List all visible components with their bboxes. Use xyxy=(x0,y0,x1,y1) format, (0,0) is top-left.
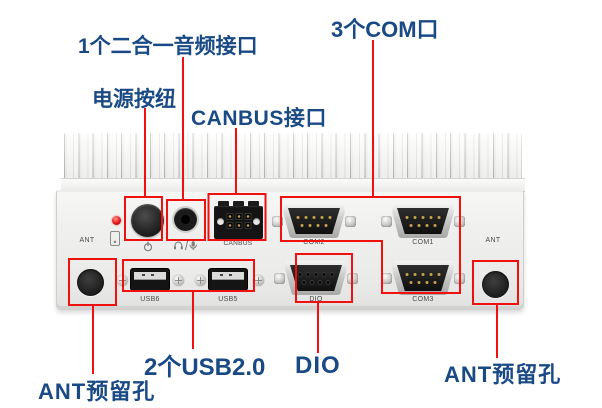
annotation-dio: DIO xyxy=(295,352,341,379)
screw-icon xyxy=(116,274,128,286)
canbus-pins xyxy=(226,213,251,229)
jack-screw xyxy=(345,215,356,227)
db9-face xyxy=(397,208,449,234)
dio-port-label: DIO xyxy=(309,296,323,303)
db9-face xyxy=(290,265,342,291)
canbus-connector[interactable] xyxy=(214,201,263,239)
audio-jack[interactable] xyxy=(174,208,197,231)
power-icon xyxy=(143,241,153,252)
hdd-icon xyxy=(110,231,120,246)
db9-shell xyxy=(285,261,347,295)
com2-port[interactable] xyxy=(272,204,356,238)
annotation-ant-left: ANT预留孔 xyxy=(38,379,156,404)
jack-screw xyxy=(347,272,358,284)
db9-face xyxy=(397,265,449,291)
jack-screw xyxy=(272,215,283,227)
screw-icon xyxy=(172,274,184,286)
usb5-port-label: USB5 xyxy=(218,296,238,303)
screw-icon xyxy=(252,274,264,286)
ant-reserved-hole-right xyxy=(481,270,509,298)
front-panel: ANT xyxy=(56,190,524,310)
annotation-power: 电源按纽 xyxy=(92,88,176,111)
com1-port[interactable] xyxy=(381,204,465,238)
heatsink-fins xyxy=(64,133,522,179)
annotation-usb: 2个USB2.0 xyxy=(144,354,266,381)
usb5-port[interactable] xyxy=(208,268,248,291)
canbus-screw-hole xyxy=(253,218,260,225)
usb6-port[interactable] xyxy=(130,268,170,291)
com2-port-label: COM2 xyxy=(303,239,325,246)
heatsink xyxy=(61,131,525,192)
db9-shell xyxy=(392,204,454,238)
power-led-icon xyxy=(112,216,121,225)
annotation-com: 3个COM口 xyxy=(331,17,439,42)
ant-right-port-label: ANT xyxy=(485,237,501,244)
jack-screw xyxy=(381,272,392,284)
db9-shell xyxy=(283,204,345,238)
annotation-canbus: CANBUS接口 xyxy=(191,107,327,130)
usb-tongue xyxy=(134,272,166,280)
power-button[interactable] xyxy=(131,204,164,237)
com3-port[interactable] xyxy=(381,261,465,295)
jack-screw xyxy=(381,215,392,227)
jack-screw xyxy=(454,272,465,284)
industrial-pc-front: ANT xyxy=(56,131,525,310)
canbus-port-label: CANBUS xyxy=(223,240,253,247)
dio-port[interactable] xyxy=(274,261,358,295)
ant-left-port-label: ANT xyxy=(79,237,95,244)
canbus-screw-hole xyxy=(217,218,224,225)
annotation-audio: 1个二合一音频接口 xyxy=(78,35,258,58)
db9-shell xyxy=(392,261,454,295)
ant-reserved-hole-left xyxy=(76,268,104,296)
db9-face xyxy=(288,208,340,234)
usb-tongue xyxy=(212,272,244,280)
com3-port-label: COM3 xyxy=(412,296,434,303)
jack-screw xyxy=(274,272,285,284)
headset-mic-icon xyxy=(174,240,197,251)
jack-screw xyxy=(454,215,465,227)
annotation-ant-right: ANT预留孔 xyxy=(444,362,562,387)
screw-icon xyxy=(194,274,206,286)
usb6-port-label: USB6 xyxy=(140,296,160,303)
com1-port-label: COM1 xyxy=(412,239,434,246)
